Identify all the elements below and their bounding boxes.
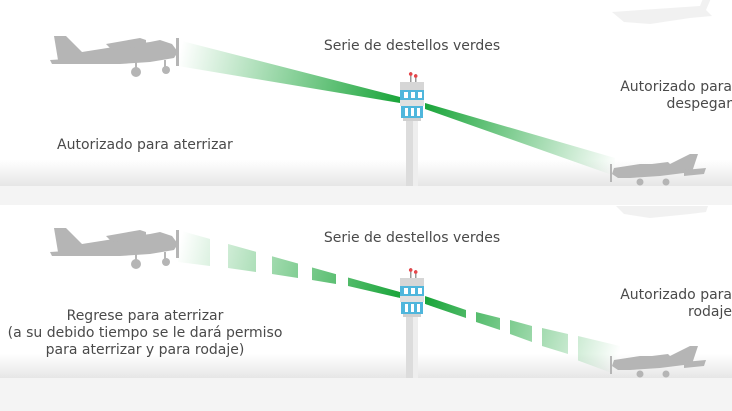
airplane-icon	[610, 346, 706, 378]
control-tower-icon	[400, 72, 424, 186]
ground-shadow	[0, 378, 732, 411]
scene-top	[0, 0, 732, 205]
caption-line: Autorizado para aterrizar	[57, 137, 233, 153]
light-beam-icon	[178, 40, 400, 103]
left-caption: Autorizado para aterrizar	[57, 137, 233, 154]
caption-line: (a su debido tiempo se le dará permiso	[7, 325, 283, 341]
signal-label: Serie de destellos verdes	[323, 38, 501, 54]
right-caption: Autorizado para despegar	[592, 79, 732, 113]
ground-shadow	[0, 186, 732, 205]
light-beam-icon	[425, 103, 615, 176]
caption-line: rodaje	[688, 304, 732, 320]
caption-line: despegar	[666, 96, 732, 112]
airplane-icon	[50, 36, 179, 77]
caption-line: para aterrizar y para rodaje)	[45, 342, 245, 358]
caption-line: Regrese para aterrizar	[66, 308, 224, 324]
panel-return-taxi: Serie de destellos verdes Regrese para a…	[0, 206, 732, 411]
control-tower-icon	[400, 268, 424, 378]
airplane-reflection-icon	[612, 0, 712, 24]
panel-landing-takeoff: Serie de destellos verdes Autorizado par…	[0, 0, 732, 205]
left-caption: Regrese para aterrizar (a su debido tiem…	[0, 308, 290, 359]
airplane-reflection-icon	[616, 206, 708, 218]
light-beam-icon	[178, 230, 400, 298]
light-beam-icon	[425, 296, 620, 376]
airplane-icon	[610, 154, 706, 186]
caption-line: Autorizado para	[620, 79, 732, 95]
scene-bottom	[0, 206, 732, 411]
airplane-icon	[50, 228, 179, 269]
caption-line: Autorizado para	[620, 287, 732, 303]
right-caption: Autorizado para rodaje	[592, 287, 732, 321]
signal-label: Serie de destellos verdes	[323, 230, 501, 246]
